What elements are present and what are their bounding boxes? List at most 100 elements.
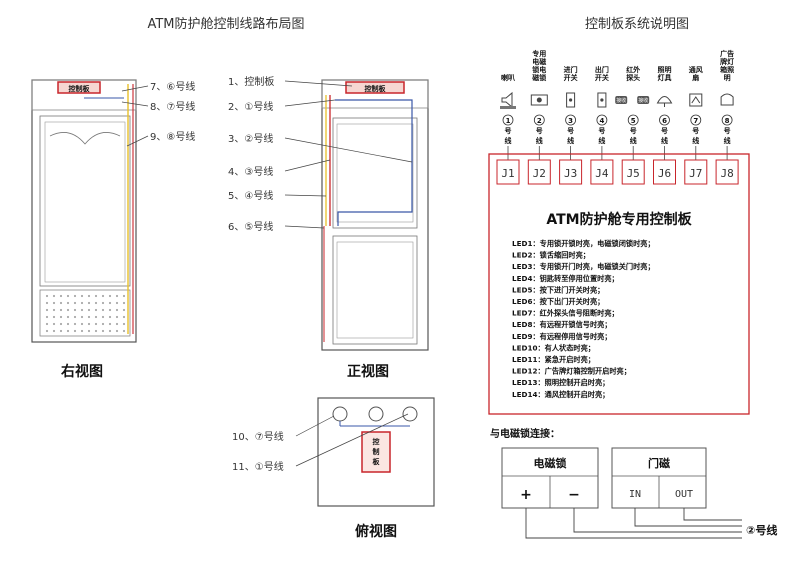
vent-dot — [66, 315, 70, 319]
wire-number: 4 — [599, 117, 604, 125]
switch-icon — [597, 92, 607, 108]
right-title: 控制板系统说明图 — [585, 17, 689, 32]
led-item: LED10：有人状态时亮； — [512, 343, 595, 352]
vent-dot — [73, 294, 77, 298]
top-view-hole-2 — [368, 406, 384, 422]
vent-dot — [73, 308, 77, 312]
vent-dot — [45, 315, 49, 319]
jack-box — [715, 159, 739, 185]
switch-icon — [566, 92, 576, 108]
vent-dot — [101, 308, 105, 312]
vent-dot — [52, 329, 56, 333]
vent-dot — [45, 308, 49, 312]
vent-dot — [80, 301, 84, 305]
vent-dot — [52, 322, 56, 326]
vent-dot — [94, 294, 98, 298]
led-item: LED9：有远程停用信号时亮； — [512, 332, 612, 341]
receiver-label: 接收 — [616, 97, 626, 104]
vent-dot — [66, 294, 70, 298]
device-label: 照明灯具 — [658, 65, 672, 82]
led-item: LED5：按下进门开关时亮； — [512, 285, 604, 294]
vent-dot — [52, 294, 56, 298]
vent-dot — [115, 329, 119, 333]
vent-dot — [101, 322, 105, 326]
led-item: LED1：专用锁开锁时亮，电磁锁闭锁时亮； — [512, 239, 655, 248]
vent-dot — [101, 301, 105, 305]
vent-dot — [115, 315, 119, 319]
wire-char-xian: 线 — [692, 136, 699, 145]
wire-char-hao: 号 — [724, 126, 731, 135]
vent-dot — [52, 301, 56, 305]
front-callout-4: 4、③号线 — [228, 165, 273, 178]
device-label: 通风扇 — [689, 65, 703, 82]
led-item: LED12：广告牌灯箱控制开启时亮； — [512, 367, 631, 376]
wire-number-badge — [659, 114, 670, 126]
vent-dot — [73, 322, 77, 326]
sensor-icon — [615, 96, 650, 104]
vent-dot — [115, 294, 119, 298]
vent-dot — [87, 322, 91, 326]
right-view: 控制板 7、⑥号线 8、⑦号线 9、⑧号线 右视图 — [31, 79, 195, 380]
vent-dot — [52, 308, 56, 312]
vent-dot — [122, 294, 126, 298]
wire-char-xian: 线 — [505, 136, 512, 145]
speaker-icon — [500, 91, 516, 109]
vent-dot — [122, 301, 126, 305]
wire-number-badge — [721, 114, 733, 126]
wire-number-badge — [596, 114, 608, 126]
vent-dot — [73, 329, 77, 333]
vent-dot — [66, 301, 70, 305]
wire-number: 1 — [506, 117, 511, 125]
device-label: 喇叭 — [501, 73, 515, 82]
top-view-board-line-1: 控 — [373, 437, 380, 446]
vent-dot — [108, 294, 112, 298]
lamp-icon — [656, 96, 673, 107]
door-pin-in: IN — [629, 489, 641, 500]
lock-wire-label: ②号线 — [746, 523, 777, 537]
device-label: 进门开关 — [564, 65, 578, 82]
door-pin-out: OUT — [675, 489, 693, 500]
receiver-label: 接收 — [638, 97, 648, 104]
wire-number-badge — [690, 114, 702, 126]
jack-box — [684, 159, 708, 185]
vent-dot — [73, 315, 77, 319]
lock-icon — [530, 94, 548, 106]
wire-char-xian: 线 — [598, 136, 605, 145]
vent-dot — [80, 329, 84, 333]
top-view-hole-1 — [332, 406, 348, 422]
front-callout-2: 2、①号线 — [228, 100, 273, 113]
vent-dot — [87, 301, 91, 305]
right-view-label: 右视图 — [60, 363, 103, 380]
front-callout-6: 6、⑤号线 — [228, 220, 273, 233]
jack-label: J4 — [595, 167, 609, 180]
wire-number: 8 — [725, 117, 730, 125]
top-view: 控 制 板 10、⑦号线 11、①号线 俯视图 — [232, 397, 435, 540]
wire-char-xian: 线 — [661, 136, 668, 145]
top-view-board-line-2: 制 — [373, 447, 380, 456]
panel-title: ATM防护舱专用控制板 — [546, 211, 692, 228]
led-item: LED7：红外探头信号阻断时亮； — [512, 309, 619, 318]
device-label: 红外探头 — [626, 65, 640, 82]
sign-icon — [720, 93, 734, 106]
lock-pin-minus: − — [568, 487, 580, 503]
vent-dot — [122, 322, 126, 326]
wire-number-badge — [502, 114, 514, 126]
vent-dot — [108, 308, 112, 312]
vent-dot — [66, 322, 70, 326]
vent-dot — [45, 322, 49, 326]
vent-dot — [87, 329, 91, 333]
front-view-board — [345, 81, 405, 94]
vent-dot — [108, 315, 112, 319]
vent-dot — [66, 308, 70, 312]
vent-dot — [94, 301, 98, 305]
jack-label: J5 — [627, 167, 640, 180]
jack-label: J3 — [564, 167, 577, 180]
led-item: LED14：通风控制开启时亮； — [512, 390, 609, 399]
wire-char-xian: 线 — [536, 136, 543, 145]
front-view-board-label: 控制板 — [365, 84, 387, 93]
device-label: 专用电磁锁电磁锁 — [531, 49, 546, 82]
right-view-board — [57, 81, 101, 94]
